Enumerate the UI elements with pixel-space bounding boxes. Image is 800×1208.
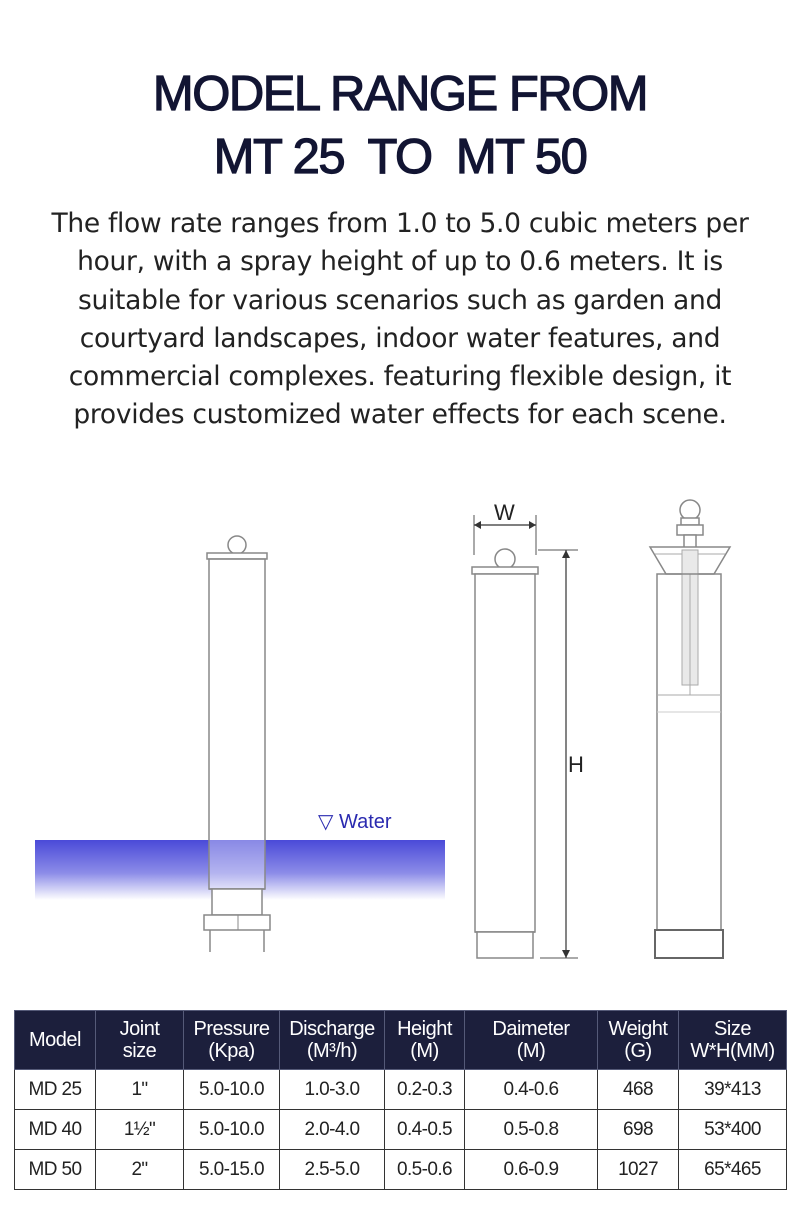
page-title: MODEL RANGE FROM MT 25 TO MT 50	[0, 63, 800, 189]
title-line-2: MT 25 TO MT 50	[213, 129, 588, 184]
nozzle-body	[208, 558, 266, 890]
cell-joint-size: 2ʺ	[95, 1149, 184, 1190]
cell-model: MD 40	[14, 1109, 96, 1150]
table-row: MD 50 2ʺ 5.0-15.0 2.5-5.0 0.5-0.6 0.6-0.…	[14, 1149, 787, 1190]
cell-discharge: 2.5-5.0	[279, 1149, 385, 1190]
cell-discharge: 1.0-3.0	[279, 1069, 385, 1110]
cell-size: 39*413	[678, 1069, 787, 1110]
water-label: ▽ Water	[318, 811, 392, 833]
nozzle-connector	[211, 888, 263, 916]
table-row: MD 40 1½ʺ 5.0-10.0 2.0-4.0 0.4-0.5 0.5-0…	[14, 1109, 787, 1150]
nozzle-in-water-illustration: ▽ Water	[35, 535, 445, 952]
section-view	[648, 499, 732, 959]
cell-height: 0.2-0.3	[384, 1069, 465, 1110]
dimension-drawing: W H	[471, 500, 584, 959]
dim-nozzle-body	[474, 573, 536, 933]
cell-diameter: 0.5-0.8	[464, 1109, 598, 1150]
cell-joint-size: 1½ʺ	[95, 1109, 184, 1150]
product-description: The flow rate ranges from 1.0 to 5.0 cub…	[51, 208, 749, 431]
header-pressure: Pressure(Kpa)	[183, 1010, 280, 1070]
cell-pressure: 5.0-10.0	[183, 1069, 280, 1110]
nozzle-cap	[206, 552, 268, 560]
cell-pressure: 5.0-15.0	[183, 1149, 280, 1190]
cell-model: MD 50	[14, 1149, 96, 1190]
cell-pressure: 5.0-10.0	[183, 1109, 280, 1150]
cell-discharge: 2.0-4.0	[279, 1109, 385, 1150]
title-line-1: MODEL RANGE FROM	[152, 66, 649, 121]
cell-weight: 468	[597, 1069, 679, 1110]
cell-joint-size: 1ʺ	[95, 1069, 184, 1110]
header-model: Model	[14, 1010, 96, 1070]
header-height: Height(M)	[384, 1010, 465, 1070]
header-weight: Weight(G)	[597, 1010, 679, 1070]
dim-nozzle-head	[494, 548, 516, 570]
cell-size: 53*400	[678, 1109, 787, 1150]
nozzle-head	[227, 535, 247, 555]
cell-model: MD 25	[14, 1069, 96, 1110]
header-diameter: Daimeter(M)	[464, 1010, 598, 1070]
cell-size: 65*465	[678, 1149, 787, 1190]
header-discharge: Discharge(M³/h)	[279, 1010, 385, 1070]
cell-weight: 698	[597, 1109, 679, 1150]
nozzle-hex-nut	[203, 914, 271, 931]
width-label: W	[494, 500, 515, 525]
cell-height: 0.4-0.5	[384, 1109, 465, 1150]
height-label: H	[568, 752, 584, 777]
cell-diameter: 0.4-0.6	[464, 1069, 598, 1110]
table-row: MD 25 1ʺ 5.0-10.0 1.0-3.0 0.2-0.3 0.4-0.…	[14, 1069, 787, 1110]
fountain-nozzle-diagram: ▽ Water W H	[35, 499, 732, 959]
cell-height: 0.5-0.6	[384, 1149, 465, 1190]
cell-weight: 1027	[597, 1149, 679, 1190]
cell-diameter: 0.6-0.9	[464, 1149, 598, 1190]
